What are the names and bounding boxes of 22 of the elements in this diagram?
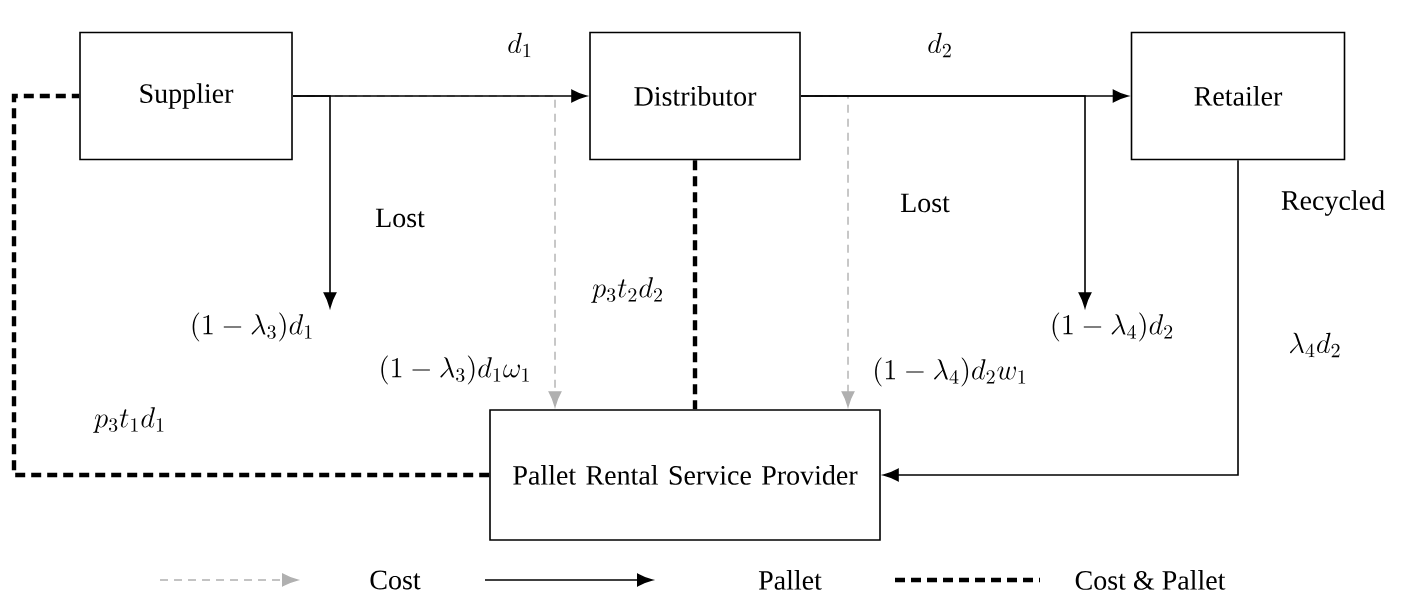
edge-label: $(1-\lambda_4)d_2w_1$ [870, 355, 1030, 389]
formula-label: $\lambda_4d_2$ [1290, 332, 1340, 358]
arrow [883, 159, 1239, 482]
edge-label: Recycled [1278, 188, 1388, 218]
process-box: Supplier [79, 31, 293, 161]
edge-label: Lost [898, 191, 952, 215]
arrow [292, 95, 337, 308]
edge-label: $d_2$ [925, 30, 955, 60]
edge-label: $p_3t_1d_1$ [92, 405, 168, 435]
process-box: Distributor [589, 31, 801, 161]
edge-label: $p_3t_2d_2$ [590, 275, 666, 305]
arrow [800, 95, 1092, 308]
edge-label: $(1-\lambda_3)d_1\omega_1$ [376, 353, 534, 387]
legend-label: Cost & Pallet [1075, 570, 1226, 590]
edge-label: Lost [373, 206, 427, 230]
process-box: Pallet Rental Service Provider [489, 409, 881, 541]
formula-label: $(1-\lambda_3)d_1$ [192, 312, 312, 342]
edge-label: $d_1$ [505, 30, 535, 60]
formula-label: $(1-\lambda_4)d_2$ [1052, 312, 1173, 342]
legend-label: Pallet [758, 570, 822, 590]
legend-label: Cost [370, 570, 421, 590]
process-box: Retailer [1130, 31, 1346, 161]
